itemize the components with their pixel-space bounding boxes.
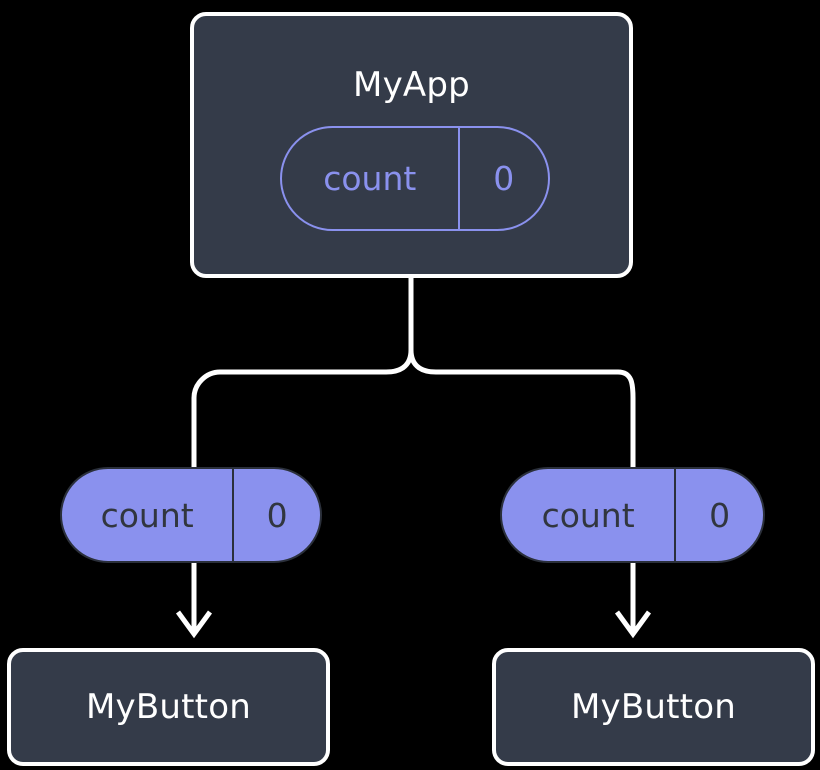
state-pill-child-left-key: count (62, 469, 235, 561)
component-title-mybutton-left: MyButton (86, 687, 251, 727)
state-pill-root[interactable]: count 0 (280, 126, 550, 231)
prop-flow-arrow-left (175, 563, 213, 639)
state-pill-child-left-value: 0 (266, 495, 288, 535)
component-title-myapp: MyApp (353, 65, 470, 105)
state-pill-child-right-key: count (502, 469, 677, 561)
component-node-mybutton-left[interactable]: MyButton (7, 648, 330, 766)
component-node-myapp[interactable]: MyApp count 0 (190, 12, 633, 278)
state-pill-child-right[interactable]: count 0 (500, 467, 765, 563)
component-title-mybutton-right: MyButton (571, 687, 736, 727)
state-pill-child-right-value: 0 (709, 495, 731, 535)
state-pill-root-value: 0 (493, 159, 515, 198)
prop-flow-arrow-right (614, 563, 652, 639)
state-pill-root-key: count (282, 128, 460, 229)
component-node-mybutton-right[interactable]: MyButton (492, 648, 815, 766)
state-pill-child-left[interactable]: count 0 (60, 467, 322, 563)
connector-branch-left (191, 349, 414, 470)
connector-branch-right (408, 349, 636, 470)
